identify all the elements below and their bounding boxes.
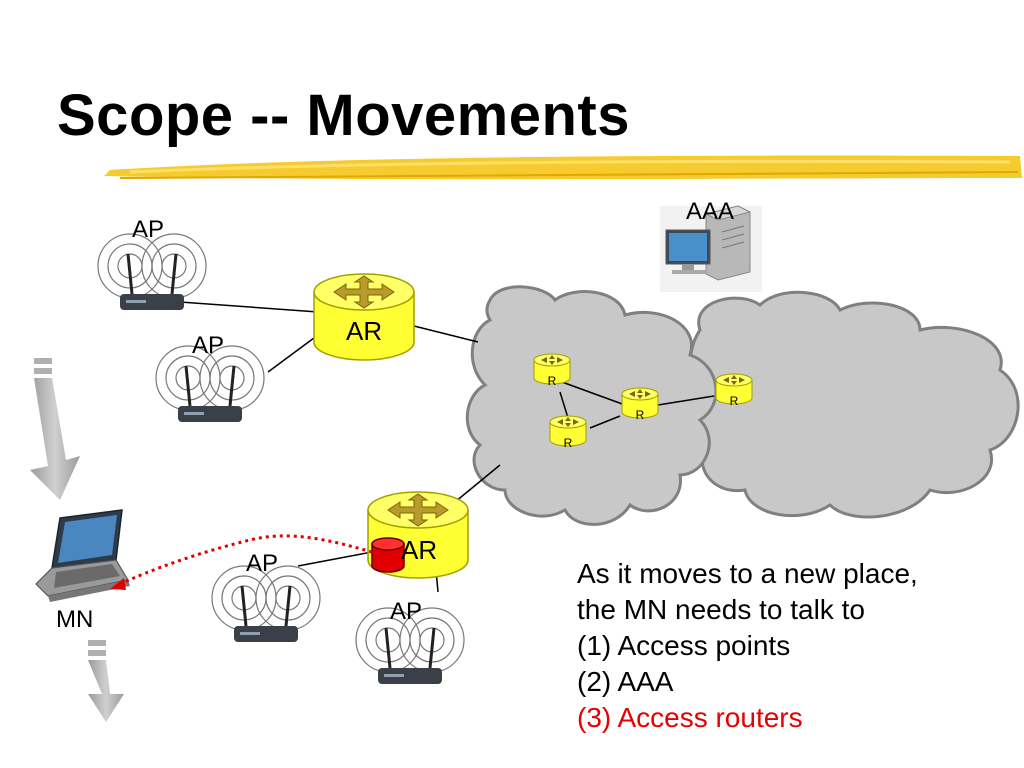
cloud-icon — [465, 285, 718, 526]
wireless-ap-icon — [97, 233, 207, 310]
slide-title: Scope -- Movements — [57, 83, 630, 148]
ap-label: AP — [192, 332, 225, 359]
description-text: As it moves to a new place, the MN needs… — [577, 556, 918, 736]
wireless-ap-icon — [355, 607, 465, 684]
dotted-red-arrow — [110, 534, 373, 590]
description-line-highlight: (3) Access routers — [577, 702, 803, 733]
router-icon — [621, 387, 659, 419]
mn-label: MN — [56, 606, 94, 633]
router-icon — [715, 373, 753, 405]
wireless-ap-icon — [211, 565, 321, 642]
ap-label: AP — [390, 598, 423, 625]
arrow-down-icon — [88, 640, 124, 722]
r-label: R — [547, 374, 557, 388]
router-icon — [313, 273, 415, 361]
arrow-down-icon — [30, 358, 80, 500]
highlight-cylinder-icon — [371, 537, 405, 573]
ap-label: AP — [132, 216, 165, 243]
r-label: R — [635, 408, 645, 422]
wireless-ap-icon — [155, 345, 265, 422]
ap-label: AP — [246, 550, 279, 577]
title-underline-stroke — [104, 155, 1022, 180]
description-line: the MN needs to talk to — [577, 594, 865, 625]
description-line: As it moves to a new place, — [577, 558, 918, 589]
aaa-label: AAA — [686, 198, 735, 225]
router-icon — [549, 415, 587, 447]
server-icon — [660, 205, 762, 292]
description-line: (2) AAA — [577, 666, 674, 697]
r-label: R — [563, 436, 573, 450]
router-icon — [533, 353, 571, 385]
laptop-icon — [35, 509, 130, 602]
r-label: R — [729, 394, 739, 408]
ar-label: AR — [346, 316, 383, 346]
ar-label: AR — [401, 535, 438, 565]
description-line: (1) Access points — [577, 630, 791, 661]
